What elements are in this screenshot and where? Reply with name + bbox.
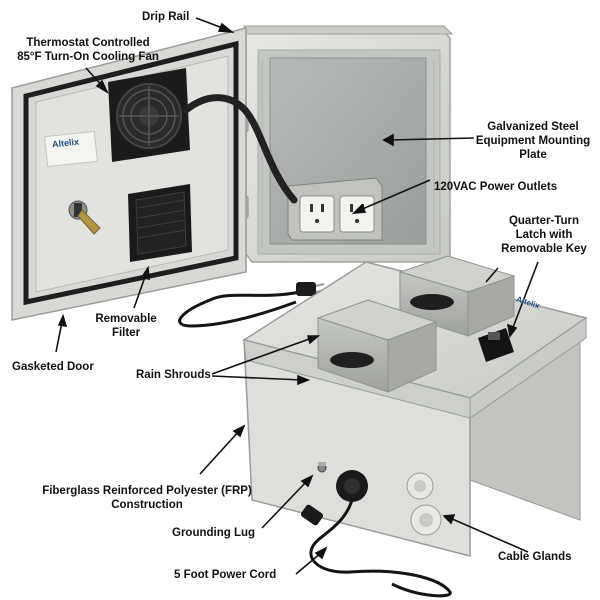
label-cable-glands: Cable Glands <box>498 551 572 563</box>
label-mounting-plate-line1: Galvanized Steel <box>487 121 579 133</box>
outlet-left <box>299 195 335 233</box>
label-mounting-plate: Galvanized Steel Equipment Mounting Plat… <box>470 120 596 162</box>
label-drip-rail: Drip Rail <box>142 11 190 23</box>
label-power-cord: 5 Foot Power Cord <box>174 569 277 581</box>
door-sticker <box>44 130 98 168</box>
label-filter: Removable Filter <box>86 312 166 340</box>
quarter-turn-latch <box>478 328 514 362</box>
label-latch-line2: Latch with <box>515 229 573 241</box>
label-filter-line2: Filter <box>111 327 141 339</box>
cable-glands <box>406 472 442 536</box>
label-cooling-fan-line1: Thermostat Controlled <box>26 37 150 49</box>
leader-arrows <box>55 17 539 575</box>
label-grounding-lug: Grounding Lug <box>172 527 256 539</box>
label-mounting-plate-line3: Plate <box>519 149 547 161</box>
label-cooling-fan-line2: 85°F Turn-On Cooling Fan <box>17 51 159 63</box>
bottom-plug <box>300 504 324 526</box>
label-rain-shrouds: Rain Shrouds <box>136 369 211 381</box>
label-mounting-plate-line2: Equipment Mounting <box>475 135 591 147</box>
cooling-fan <box>108 68 190 162</box>
side-rails <box>261 60 435 248</box>
label-power-outlets: 120VAC Power Outlets <box>434 181 558 193</box>
label-frp-line2: Construction <box>111 499 183 511</box>
top-plug <box>296 282 316 296</box>
label-cooling-fan: Thermostat Controlled 85°F Turn-On Cooli… <box>8 36 168 64</box>
label-latch: Quarter-Turn Latch with Removable Key <box>494 214 594 256</box>
five-foot-power-cord <box>309 499 452 598</box>
drip-rail <box>243 25 454 35</box>
outlet-right <box>339 195 375 233</box>
bottom-hardware <box>317 462 442 536</box>
top-power-cord <box>178 290 301 328</box>
rain-shroud-rear <box>398 255 516 337</box>
label-gasketed-door: Gasketed Door <box>12 361 94 373</box>
label-frp: Fiberglass Reinforced Polyester (FRP) Co… <box>34 484 260 512</box>
label-latch-line1: Quarter-Turn <box>508 215 580 227</box>
door-latch <box>68 200 101 235</box>
label-latch-line3: Removable Key <box>501 243 587 255</box>
fan-wire-conduit <box>182 94 298 204</box>
open-enclosure <box>11 25 454 328</box>
label-frp-line1: Fiberglass Reinforced Polyester (FRP) <box>42 485 252 497</box>
label-filter-line1: Removable <box>95 313 157 325</box>
power-outlet-box <box>287 177 383 241</box>
closed-enclosure <box>242 255 588 598</box>
removable-filter <box>128 184 192 262</box>
rain-shroud-front <box>316 299 438 393</box>
door-gasket <box>23 40 239 306</box>
